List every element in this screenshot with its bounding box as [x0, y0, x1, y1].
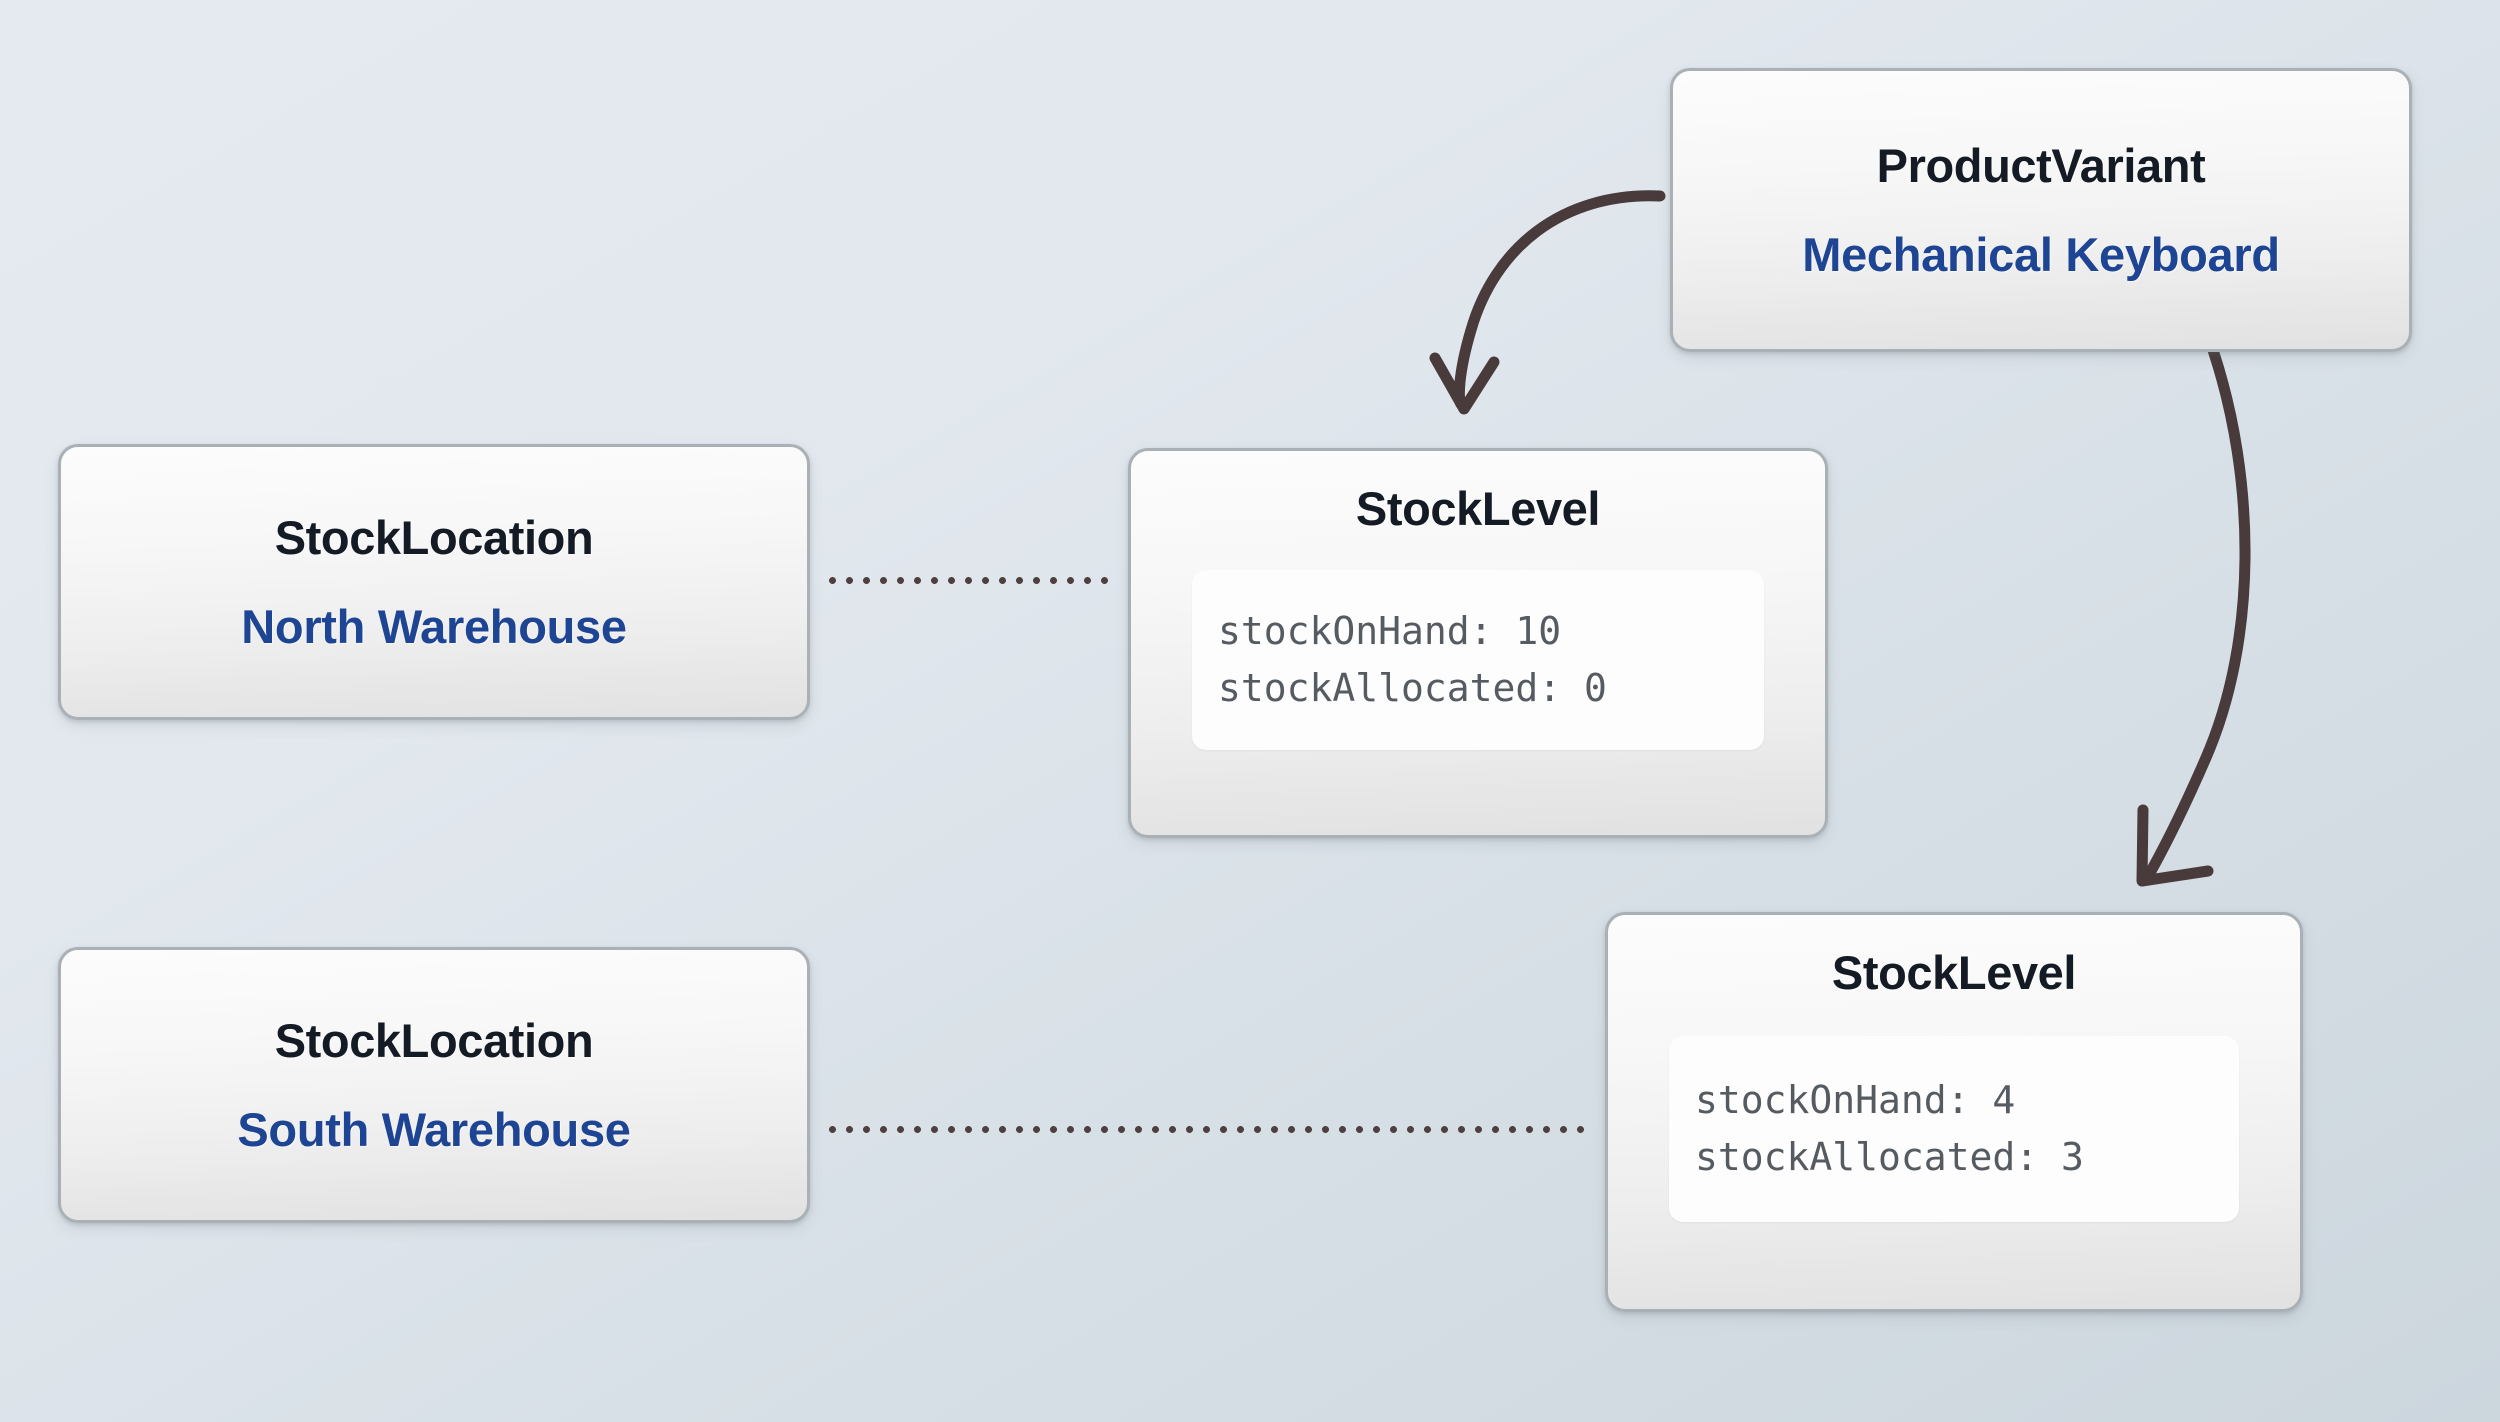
node-stock-level-north-type: StockLevel [1356, 481, 1600, 536]
field-stock-on-hand: stockOnHand: 4 [1695, 1072, 2213, 1129]
node-stock-level-north[interactable]: StockLevel stockOnHand: 10 stockAllocate… [1128, 448, 1828, 838]
field-stock-on-hand: stockOnHand: 10 [1218, 603, 1738, 660]
node-stock-location-north-type: StockLocation [275, 510, 594, 565]
arrow-variant-to-stocklevel-north [1435, 196, 1660, 409]
arrow-variant-to-stocklevel-south [2142, 350, 2245, 881]
stock-level-south-fields: stockOnHand: 4 stockAllocated: 3 [1669, 1036, 2239, 1222]
node-stock-location-south-type: StockLocation [275, 1013, 594, 1068]
node-product-variant[interactable]: ProductVariant Mechanical Keyboard [1670, 68, 2412, 352]
node-product-variant-type: ProductVariant [1877, 138, 2206, 193]
node-stock-level-south-type: StockLevel [1832, 945, 2076, 1000]
node-stock-location-south[interactable]: StockLocation South Warehouse [58, 947, 810, 1223]
field-stock-allocated: stockAllocated: 3 [1695, 1129, 2213, 1186]
node-stock-location-north-name: North Warehouse [241, 599, 626, 654]
node-stock-location-south-name: South Warehouse [237, 1102, 630, 1157]
dotted-connector-south [824, 1125, 1594, 1134]
dotted-connector-north [824, 576, 1116, 585]
node-stock-level-south[interactable]: StockLevel stockOnHand: 4 stockAllocated… [1605, 912, 2303, 1312]
node-product-variant-name: Mechanical Keyboard [1802, 227, 2280, 282]
field-stock-allocated: stockAllocated: 0 [1218, 660, 1738, 717]
stock-level-north-fields: stockOnHand: 10 stockAllocated: 0 [1192, 570, 1764, 750]
node-stock-location-north[interactable]: StockLocation North Warehouse [58, 444, 810, 720]
